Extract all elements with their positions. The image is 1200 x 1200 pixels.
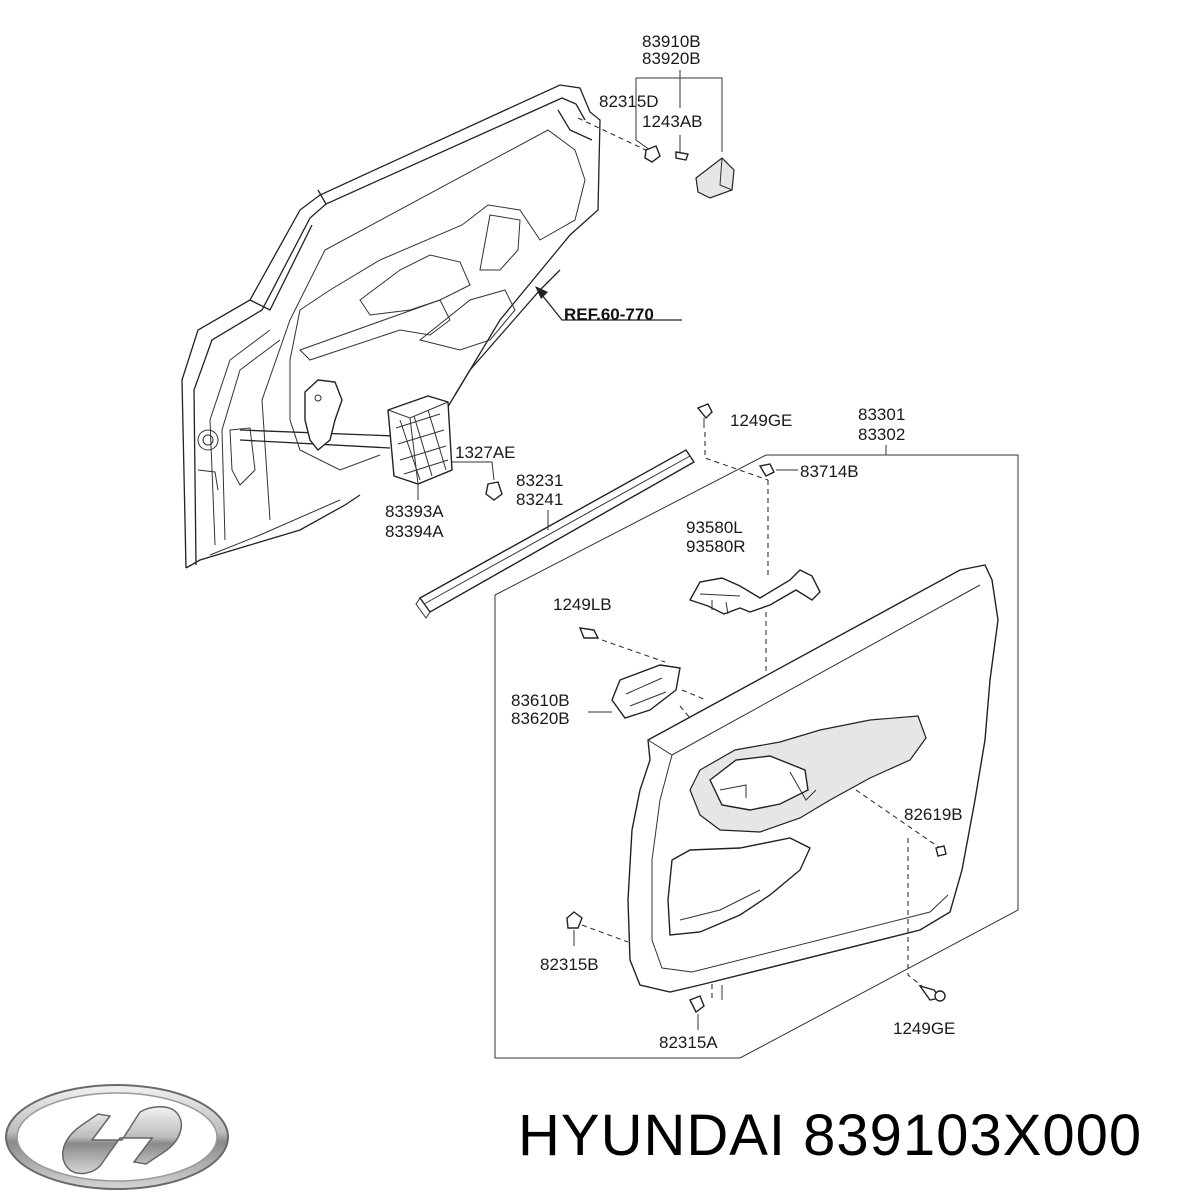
callout-82315A: 82315A	[659, 1033, 718, 1052]
callout-1327AE: 1327AE	[455, 443, 516, 462]
callout-93580L: 93580L	[686, 518, 743, 537]
callout-83241: 83241	[516, 490, 563, 509]
callout-1249GE-bottom: 1249GE	[893, 1019, 955, 1038]
callout-83394A: 83394A	[385, 522, 444, 541]
door-frame	[181, 84, 601, 569]
callout-83620B: 83620B	[511, 709, 570, 728]
caption-brand: HYUNDAI	[518, 1103, 787, 1168]
callout-1249LB: 1249LB	[553, 595, 612, 614]
latch-bracket-group: 1327AE 83393A 83394A	[385, 395, 516, 541]
callout-82619B: 82619B	[904, 805, 963, 824]
callout-82315B: 82315B	[540, 955, 599, 974]
ref-pointer: REF.60-770	[535, 286, 682, 324]
callout-83302: 83302	[858, 425, 905, 444]
hyundai-logo-icon	[5, 1084, 229, 1190]
callout-83610B: 83610B	[511, 691, 570, 710]
callout-93580R: 93580R	[686, 537, 746, 556]
callout-83714B: 83714B	[800, 462, 859, 481]
callout-1249GE-top: 1249GE	[730, 411, 792, 430]
callout-83301: 83301	[858, 405, 905, 424]
callout-83231: 83231	[516, 471, 563, 490]
caption-part-number: 839103X000	[803, 1103, 1143, 1168]
weatherstrip-group: 83231 83241	[415, 449, 695, 619]
callout-82315D: 82315D	[599, 92, 659, 111]
callout-83910B: 83910B	[642, 32, 701, 51]
callout-83920B: 83920B	[642, 49, 701, 68]
callout-83393A: 83393A	[385, 502, 444, 521]
caption: HYUNDAI 839103X000	[518, 1102, 1142, 1169]
callout-1243AB: 1243AB	[642, 112, 703, 131]
trim-panel-group: 1249GE 83301 83302 83714B 93580L 93580R …	[494, 403, 1019, 1059]
mirror-trim-group: 83910B 83920B 82315D 1243AB	[577, 32, 735, 199]
ref-label: REF.60-770	[564, 305, 654, 324]
